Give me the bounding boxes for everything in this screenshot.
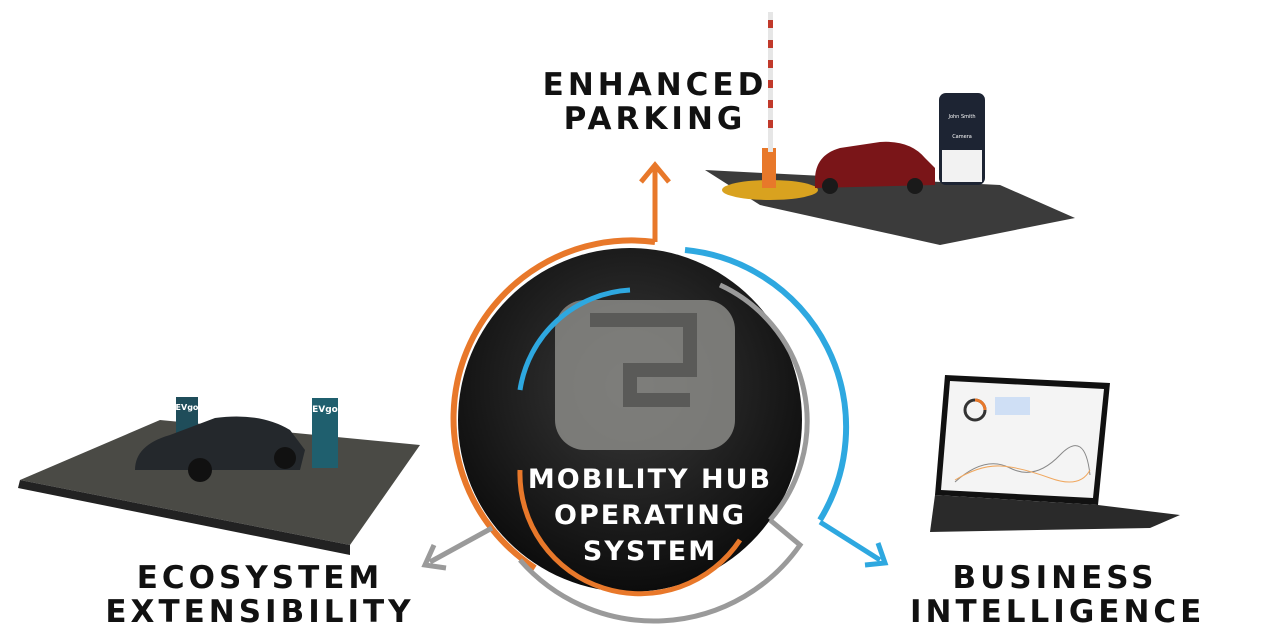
pillar-label-business-intelligence: BUSINESS INTELLIGENCE	[910, 560, 1206, 630]
mobility-hub-disc	[450, 237, 850, 624]
charger-logo: EVgo	[312, 405, 338, 415]
center-title-line: SYSTEM	[582, 536, 718, 567]
parking-scene-illustration: John Smith Camera	[705, 12, 1075, 245]
ev-charging-scene-illustration: EVgo EVgo	[18, 397, 420, 555]
pillar-line: EXTENSIBILITY	[105, 594, 415, 630]
arrow-to-business	[818, 519, 889, 568]
pillar-line: BUSINESS	[952, 560, 1158, 596]
arrow-to-parking	[639, 161, 671, 242]
phone-vehicle: Camera	[952, 134, 972, 140]
laptop-dashboard-illustration	[930, 375, 1180, 532]
arrow-to-ecosystem	[421, 525, 494, 571]
pillar-line: ECOSYSTEM	[136, 560, 384, 596]
pillar-label-enhanced-parking: ENHANCED PARKING	[520, 68, 790, 136]
ev-car-icon	[135, 416, 305, 470]
center-title-line: MOBILITY HUB	[527, 464, 773, 495]
center-title: MOBILITY HUB OPERATING SYSTEM	[510, 462, 790, 570]
pillar-line: PARKING	[563, 101, 747, 137]
pillar-line: ENHANCED	[542, 67, 768, 103]
phone-name: John Smith	[947, 114, 975, 120]
charger-logo: EVgo	[176, 403, 199, 412]
center-title-line: OPERATING	[554, 500, 746, 531]
pillar-label-ecosystem-extensibility: ECOSYSTEM EXTENSIBILITY	[100, 561, 420, 629]
pillar-line: INTELLIGENCE	[910, 594, 1206, 630]
car-icon	[815, 141, 935, 188]
